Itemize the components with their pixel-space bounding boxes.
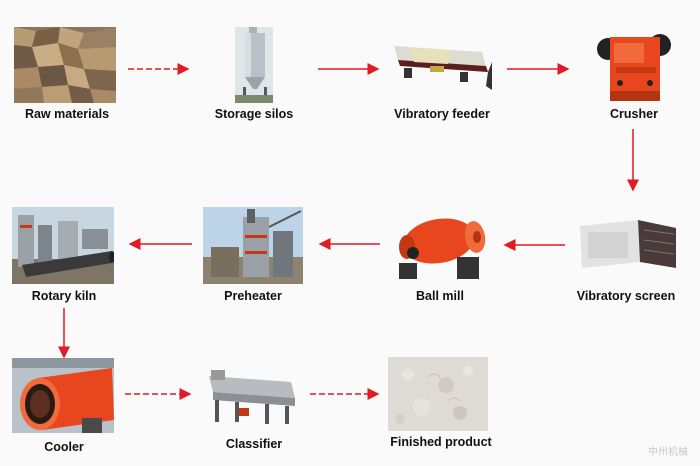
ball-mill-image — [397, 211, 493, 283]
label-vibratory-feeder: Vibratory feeder — [394, 107, 490, 121]
finished-product-image — [388, 357, 488, 431]
watermark: 中州机械 — [648, 447, 688, 458]
label-cooler: Cooler — [44, 440, 84, 454]
label-rotary-kiln: Rotary kiln — [31, 289, 97, 303]
cooler-image — [12, 358, 114, 433]
label-raw-materials: Raw materials — [24, 107, 110, 121]
vibratory-screen-image — [578, 218, 678, 270]
label-ball-mill: Ball mill — [416, 289, 464, 303]
raw-materials-image — [14, 27, 116, 103]
classifier-image — [205, 368, 299, 426]
label-finished-product: Finished product — [390, 435, 492, 449]
crusher-image — [596, 27, 672, 103]
label-preheater: Preheater — [224, 289, 282, 303]
label-vibratory-screen: Vibratory screen — [576, 289, 676, 303]
storage-silos-image — [235, 27, 273, 103]
vibratory-feeder-image — [390, 42, 492, 90]
label-crusher: Crusher — [610, 107, 658, 121]
preheater-image — [203, 207, 303, 284]
label-classifier: Classifier — [225, 437, 283, 451]
label-storage-silos: Storage silos — [214, 107, 294, 121]
rotary-kiln-image — [12, 207, 114, 284]
